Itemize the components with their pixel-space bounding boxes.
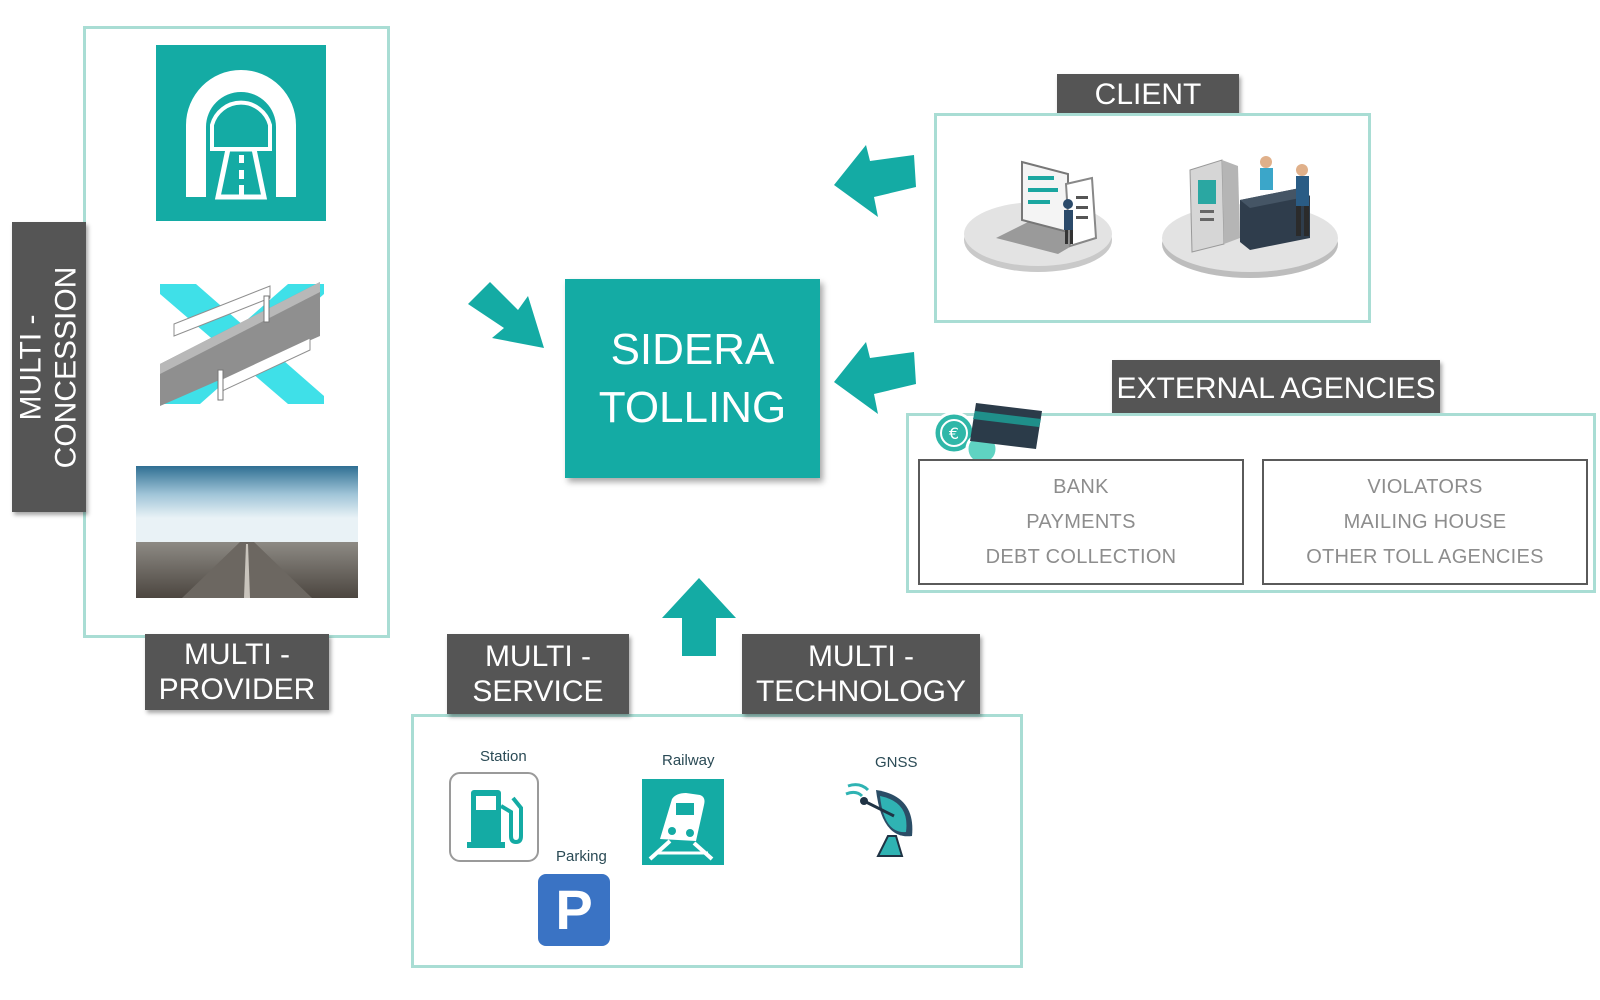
- parking-glyph: P: [555, 878, 593, 941]
- agency-item-violators: VIOLATORS: [1367, 475, 1483, 498]
- parking-label: Parking: [556, 848, 607, 865]
- railway-label: Railway: [662, 752, 715, 769]
- multi-provider-tag: MULTI - PROVIDER: [145, 634, 329, 710]
- agency-box-financial: BANK PAYMENTS DEBT COLLECTION: [918, 459, 1244, 585]
- parking-icon: P: [538, 874, 610, 946]
- tunnel-icon: [156, 45, 326, 221]
- arrow-from-client: [834, 145, 918, 217]
- agency-item-bank: BANK: [1053, 475, 1109, 498]
- agency-box-enforcement: VIOLATORS MAILING HOUSE OTHER TOLL AGENC…: [1262, 459, 1588, 585]
- agency-item-other-toll-agencies: OTHER TOLL AGENCIES: [1306, 545, 1544, 568]
- road-photo: [136, 466, 358, 598]
- multi-technology-line2: TECHNOLOGY: [755, 675, 967, 708]
- client-web-icon: [962, 142, 1114, 274]
- agency-item-mailing-house: MAILING HOUSE: [1343, 510, 1507, 533]
- multi-concession-line1: MULTI -: [14, 313, 48, 421]
- multi-technology-line1: MULTI -: [807, 639, 915, 673]
- arrow-from-services: [662, 578, 736, 656]
- station-label: Station: [480, 748, 527, 765]
- gnss-label: GNSS: [875, 754, 918, 771]
- train-icon: [642, 779, 724, 865]
- multi-provider-line2: PROVIDER: [158, 673, 316, 706]
- arrow-from-agencies: [834, 342, 918, 414]
- bridge-icon: [160, 280, 324, 408]
- agency-item-payments: PAYMENTS: [1026, 510, 1136, 533]
- external-agencies-tag: EXTERNAL AGENCIES: [1112, 360, 1440, 418]
- client-desk-icon: [1160, 140, 1340, 280]
- core-title-line2: TOLLING: [598, 382, 787, 432]
- agency-item-debt-collection: DEBT COLLECTION: [985, 545, 1177, 568]
- multi-service-line1: MULTI -: [484, 639, 592, 673]
- arrow-from-concession: [468, 282, 548, 354]
- multi-provider-line1: MULTI -: [183, 637, 291, 671]
- card-icon: [968, 393, 1048, 455]
- fuel-pump-icon: [449, 772, 539, 862]
- multi-concession-line2: CONCESSION: [49, 266, 83, 468]
- sidera-tolling-box: SIDERA TOLLING: [565, 279, 820, 478]
- satellite-dish-icon: [842, 780, 924, 860]
- svg-text:€: €: [949, 424, 959, 443]
- multi-service-line2: SERVICE: [472, 675, 604, 708]
- multi-concession-tag: MULTI - CONCESSION: [12, 222, 86, 512]
- core-title-line1: SIDERA: [610, 325, 775, 375]
- client-label: CLIENT: [1094, 78, 1202, 112]
- multi-service-tag: MULTI - SERVICE: [447, 634, 629, 714]
- client-tag: CLIENT: [1057, 74, 1239, 116]
- multi-technology-tag: MULTI - TECHNOLOGY: [742, 634, 980, 714]
- external-agencies-label: EXTERNAL AGENCIES: [1116, 372, 1436, 406]
